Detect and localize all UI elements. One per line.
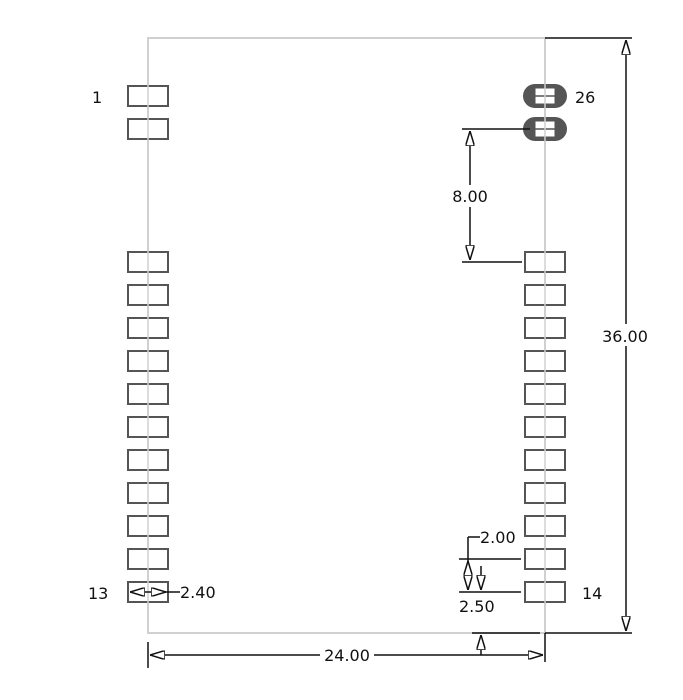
dimension-pad-length-label: 2.40: [180, 583, 216, 602]
pads: [127, 60, 567, 633]
dimension-pitch-label: 2.00: [480, 528, 516, 547]
pin-label-1: 1: [92, 88, 102, 107]
dimension-height: 36.00: [545, 37, 653, 634]
dimension-height-label: 36.00: [602, 327, 648, 346]
pin-label-14: 14: [582, 584, 602, 603]
dimension-pitch-alt-label: 2.50: [459, 597, 495, 616]
dimension-pad-length: 2.40: [130, 583, 216, 602]
dimension-pad-gap: 8.00: [446, 128, 530, 263]
dimension-pad-gap-label: 8.00: [452, 187, 488, 206]
pin-label-26: 26: [575, 88, 595, 107]
pin-label-13: 13: [88, 584, 108, 603]
dimension-pitch: 2.00 2.50: [459, 528, 521, 616]
dimension-width-label: 24.00: [324, 646, 370, 665]
dimension-width: 24.00: [147, 632, 546, 668]
